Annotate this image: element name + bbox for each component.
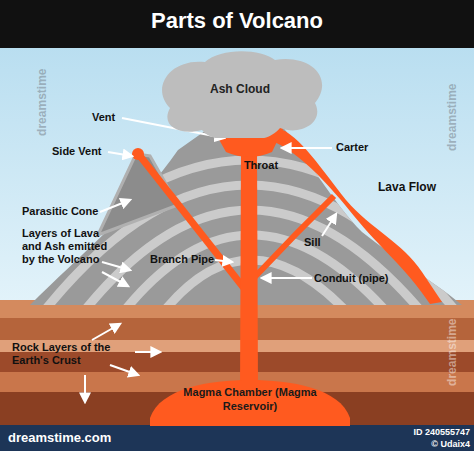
watermark: © Udaix4 [380, 439, 470, 450]
watermark: dreamstime [445, 312, 459, 392]
footer-band [0, 425, 474, 451]
part-label: Conduit (pipe) [314, 272, 404, 285]
part-label: Layers of Lava and Ash emitted by the Vo… [22, 227, 108, 267]
leader-lines [85, 118, 336, 402]
watermark: dreamstime [445, 77, 459, 157]
rock-layers [0, 300, 474, 426]
side-vent [132, 148, 144, 160]
sill [250, 196, 334, 282]
watermark: dreamstime.com [8, 430, 148, 446]
watermark: dreamstime [35, 62, 49, 142]
part-label: Vent [92, 111, 132, 124]
branch-pipe [140, 156, 247, 292]
title: Parts of Volcano [0, 8, 474, 34]
node-label: Ash Cloud [150, 82, 330, 97]
watermark: ID 240555747 [380, 427, 470, 438]
conduit [240, 150, 258, 392]
part-label: Carter [336, 141, 386, 154]
part-label: Lava Flow [378, 180, 448, 194]
part-label: Throat [231, 159, 291, 172]
part-label: Side Vent [52, 145, 112, 158]
magma-chamber: Magma Chamber (Magma Reservoir) [140, 378, 360, 426]
part-label: Branch Pipe [150, 253, 220, 266]
sky [0, 46, 474, 308]
part-label: Rock Layers of the Earth's Crust [12, 341, 122, 367]
node-label: Magma Chamber (Magma Reservoir) [140, 386, 360, 414]
part-label: Sill [304, 236, 334, 249]
ash-cloud: Ash Cloud [150, 48, 330, 138]
part-label: Parasitic Cone [22, 205, 102, 218]
title-band [0, 0, 474, 48]
